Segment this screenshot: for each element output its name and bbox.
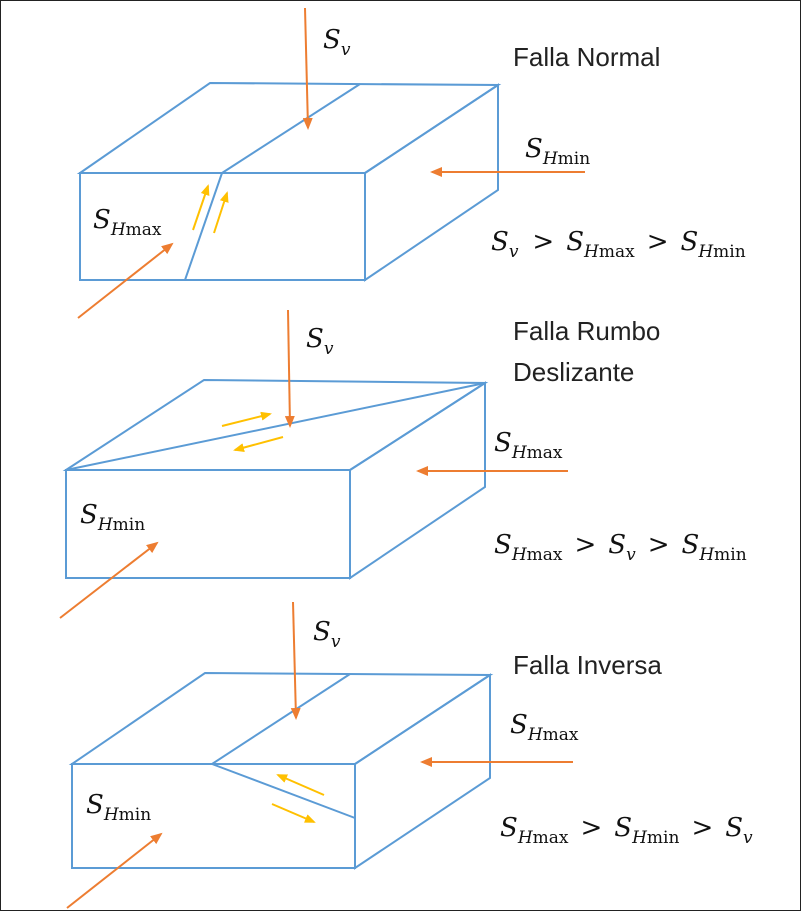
block-strike-slip <box>62 378 489 580</box>
label-shmax: SHmax <box>494 428 563 463</box>
slip-arrow-upper <box>276 774 325 796</box>
slip-arrows-reverse <box>271 774 325 823</box>
sv-arrow <box>284 309 295 428</box>
slip-arrows-strike-slip <box>221 411 284 452</box>
title-falla-rumbo: Falla Rumbo <box>513 316 660 346</box>
relation-normal: Sv>SHmax>SHmin <box>491 227 746 262</box>
panel-reverse-fault: Falla Inversa Sv SHmax SHmin SHmax>SHmin… <box>66 601 753 909</box>
block-reverse <box>68 671 494 870</box>
sv-arrow <box>290 601 301 720</box>
relation-reverse: SHmax>SHmin>Sv <box>500 813 753 848</box>
slip-arrows-normal <box>192 184 229 234</box>
slip-arrow-upper <box>221 411 272 427</box>
stress-arrows-strike-slip <box>59 309 568 619</box>
title-falla-normal: Falla Normal <box>513 42 660 72</box>
slip-arrow-right <box>213 191 229 234</box>
relation-strike-slip: SHmax>Sv>SHmin <box>494 530 747 565</box>
shmin-arrow <box>66 832 163 909</box>
shmin-arrow <box>59 541 159 619</box>
panel-normal-fault: Falla Normal Sv SHmin SHmax Sv>SHmax>SHm… <box>76 7 746 319</box>
label-shmin: SHmin <box>86 790 151 825</box>
slip-arrow-lower <box>233 436 284 452</box>
label-shmax: SHmax <box>510 710 579 745</box>
title-deslizante: Deslizante <box>513 357 634 387</box>
stress-arrows-reverse <box>66 601 573 909</box>
panel-strike-slip-fault: Falla Rumbo Deslizante Sv SHmax SHmin SH… <box>59 309 747 619</box>
label-sv: Sv <box>323 25 351 60</box>
label-sv: Sv <box>313 617 341 652</box>
sv-arrow <box>302 7 313 130</box>
block-normal <box>76 81 502 282</box>
label-shmax: SHmax <box>93 205 162 240</box>
slip-arrow-left <box>192 184 210 231</box>
label-shmin: SHmin <box>525 134 590 169</box>
slip-arrow-lower <box>271 803 316 823</box>
shmax-arrow <box>77 242 174 319</box>
label-sv: Sv <box>306 324 334 359</box>
title-falla-inversa: Falla Inversa <box>513 650 662 680</box>
stress-arrows-normal <box>77 7 585 319</box>
label-shmin: SHmin <box>80 500 145 535</box>
